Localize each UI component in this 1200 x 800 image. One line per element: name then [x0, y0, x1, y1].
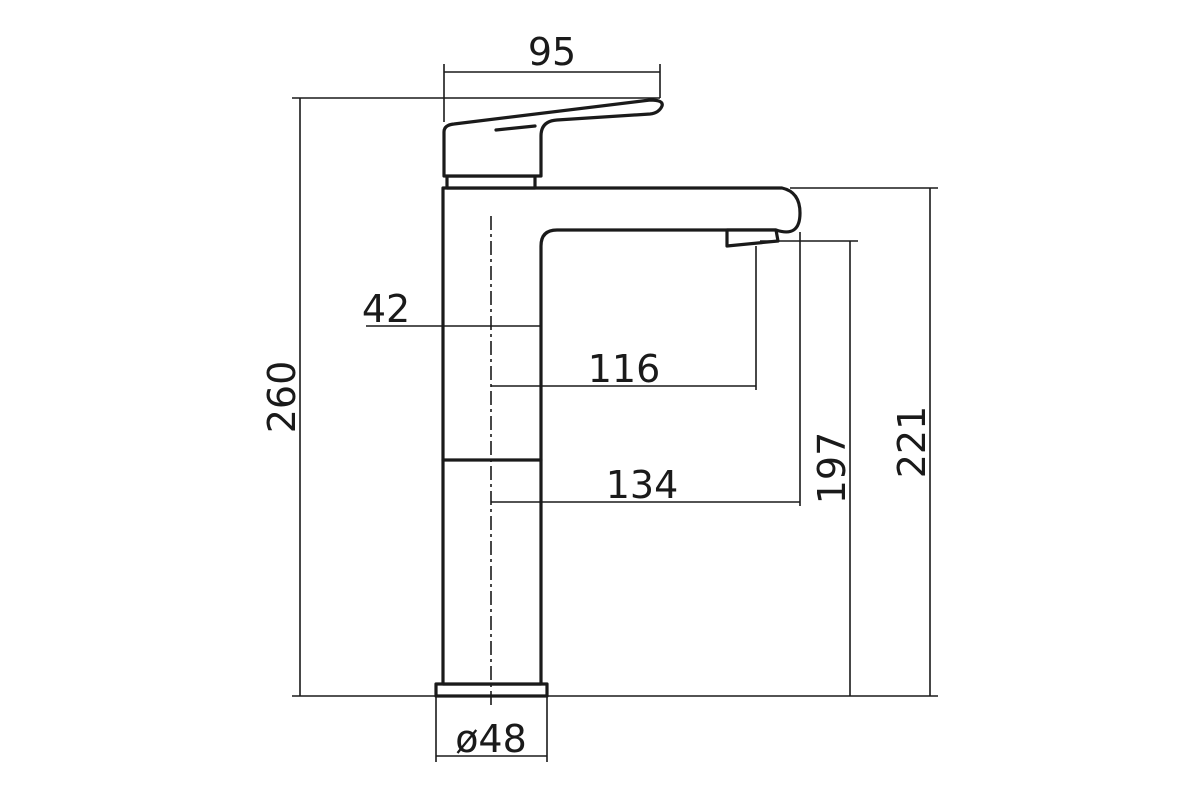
- dimension-base-diameter: ø48: [435, 696, 548, 762]
- handle-detail-line: [494, 124, 537, 132]
- dimension-centre-to-aerator: 116: [491, 246, 757, 391]
- dimension-spout-height: 221: [790, 187, 938, 697]
- dimension-total-height: 260: [260, 97, 660, 697]
- body-width-label: 42: [362, 287, 410, 331]
- cartridge-collar: [445, 174, 537, 190]
- spout-height-label: 221: [890, 406, 934, 479]
- faucet-outline: [434, 98, 802, 698]
- aerator-height-label: 197: [810, 432, 854, 505]
- total-height-label: 260: [260, 361, 304, 434]
- base-diameter-label: ø48: [455, 717, 527, 761]
- dimension-aerator-height: 197: [548, 240, 858, 697]
- aerator: [725, 228, 780, 248]
- centre-to-aerator-label: 116: [588, 347, 661, 391]
- centre-to-spout-tip-label: 134: [606, 463, 679, 507]
- handle-reach-label: 95: [528, 30, 576, 74]
- lever-handle: [442, 98, 664, 178]
- dimension-body-width: 42: [362, 287, 541, 331]
- body-and-spout: [441, 186, 802, 686]
- dimension-centre-to-spout-tip: 134: [491, 232, 801, 507]
- dimension-handle-reach: 95: [443, 30, 661, 122]
